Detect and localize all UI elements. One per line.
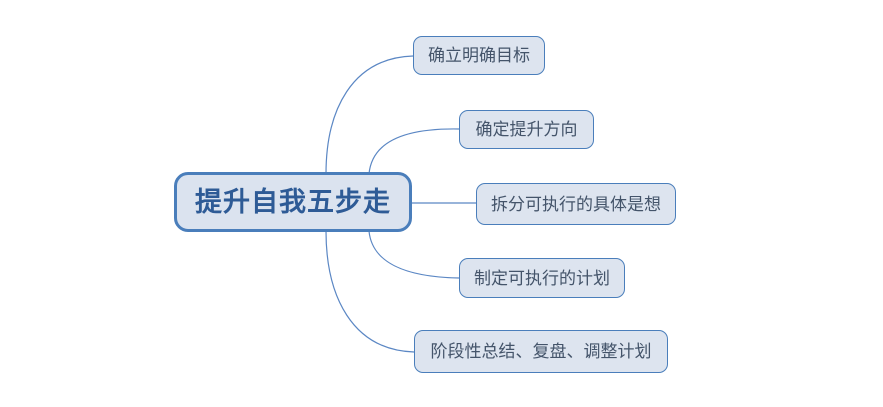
branch-node-5-label: 阶段性总结、复盘、调整计划 [430,342,652,361]
connector-to-branch-1 [325,55,414,175]
branch-node-2-label: 确定提升方向 [475,120,578,139]
connector-to-branch-4 [368,230,460,279]
mindmap-branch-node-4[interactable]: 制定可执行的计划 [459,258,625,298]
mindmap-root-node[interactable]: 提升自我五步走 [174,172,412,232]
branch-node-1-label: 确立明确目标 [428,46,530,65]
mindmap-branch-node-5[interactable]: 阶段性总结、复盘、调整计划 [414,330,668,373]
branch-node-3-label: 拆分可执行的具体是想 [491,194,661,214]
root-node-label: 提升自我五步走 [195,186,391,217]
mindmap-branch-node-1[interactable]: 确立明确目标 [413,36,545,75]
connector-to-branch-2 [368,128,460,175]
mindmap-branch-node-3[interactable]: 拆分可执行的具体是想 [476,183,676,225]
connector-to-branch-5 [325,230,415,353]
branch-node-4-label: 制定可执行的计划 [474,268,610,288]
mindmap-branch-node-2[interactable]: 确定提升方向 [459,110,594,149]
